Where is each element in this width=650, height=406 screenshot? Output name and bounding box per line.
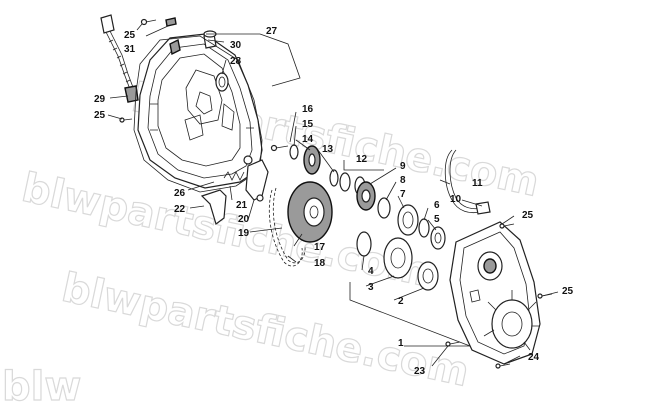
callout-16: 16	[302, 104, 314, 115]
callout-6: 6	[434, 200, 440, 211]
callout-24: 24	[528, 352, 540, 363]
chain-case-housing	[449, 221, 541, 365]
callout-5: 5	[434, 214, 440, 225]
callout-11: 11	[472, 178, 483, 189]
callout-21: 21	[236, 200, 248, 211]
callout-22: 22	[174, 204, 186, 215]
callout-17: 17	[314, 242, 326, 253]
callout-29: 29	[94, 94, 106, 105]
tensioner-shim	[200, 189, 227, 225]
callout-25-right-upper: 25	[522, 210, 534, 221]
drive-gear	[356, 181, 376, 211]
drive-chain	[268, 187, 306, 267]
callout-8: 8	[400, 175, 406, 186]
callout-3: 3	[368, 282, 374, 293]
o-ring	[215, 72, 229, 92]
callout-12: 12	[356, 154, 368, 165]
upper-sprocket-stack	[270, 144, 321, 175]
callout-25-right-lower: 25	[562, 286, 574, 297]
chain-case-cover	[137, 33, 263, 189]
callout-30: 30	[230, 40, 242, 51]
callout-18: 18	[314, 258, 326, 269]
callout-28: 28	[230, 56, 242, 67]
callout-7: 7	[400, 189, 406, 200]
callout-13: 13	[322, 144, 334, 155]
tensioner-assembly	[223, 155, 269, 202]
callout-25-top: 25	[124, 30, 136, 41]
driven-sprocket	[287, 181, 333, 243]
bolts-upper-left	[119, 17, 177, 123]
callout-31: 31	[124, 44, 136, 55]
callout-20: 20	[238, 214, 250, 225]
upper-bearing-set	[377, 197, 446, 250]
leader-lines	[107, 23, 559, 367]
callout-14: 14	[302, 134, 314, 145]
callout-19: 19	[238, 228, 250, 239]
callout-4: 4	[368, 266, 374, 277]
callout-26: 26	[174, 188, 186, 199]
callout-1: 1	[398, 338, 404, 349]
watermark-text-corner: blw	[2, 364, 81, 406]
callout-2: 2	[398, 296, 404, 307]
callout-25-left: 25	[94, 110, 106, 121]
callout-15: 15	[302, 119, 314, 130]
callout-9: 9	[400, 161, 406, 172]
callout-labels: 1 2 3 4 5 6 7 8 9 10 11 12 13 14 15 16 1…	[94, 26, 574, 377]
callout-10: 10	[450, 194, 462, 205]
callout-23: 23	[414, 366, 426, 377]
callout-27: 27	[266, 26, 278, 37]
lower-bearing-set	[356, 231, 439, 291]
dipstick	[100, 14, 139, 103]
